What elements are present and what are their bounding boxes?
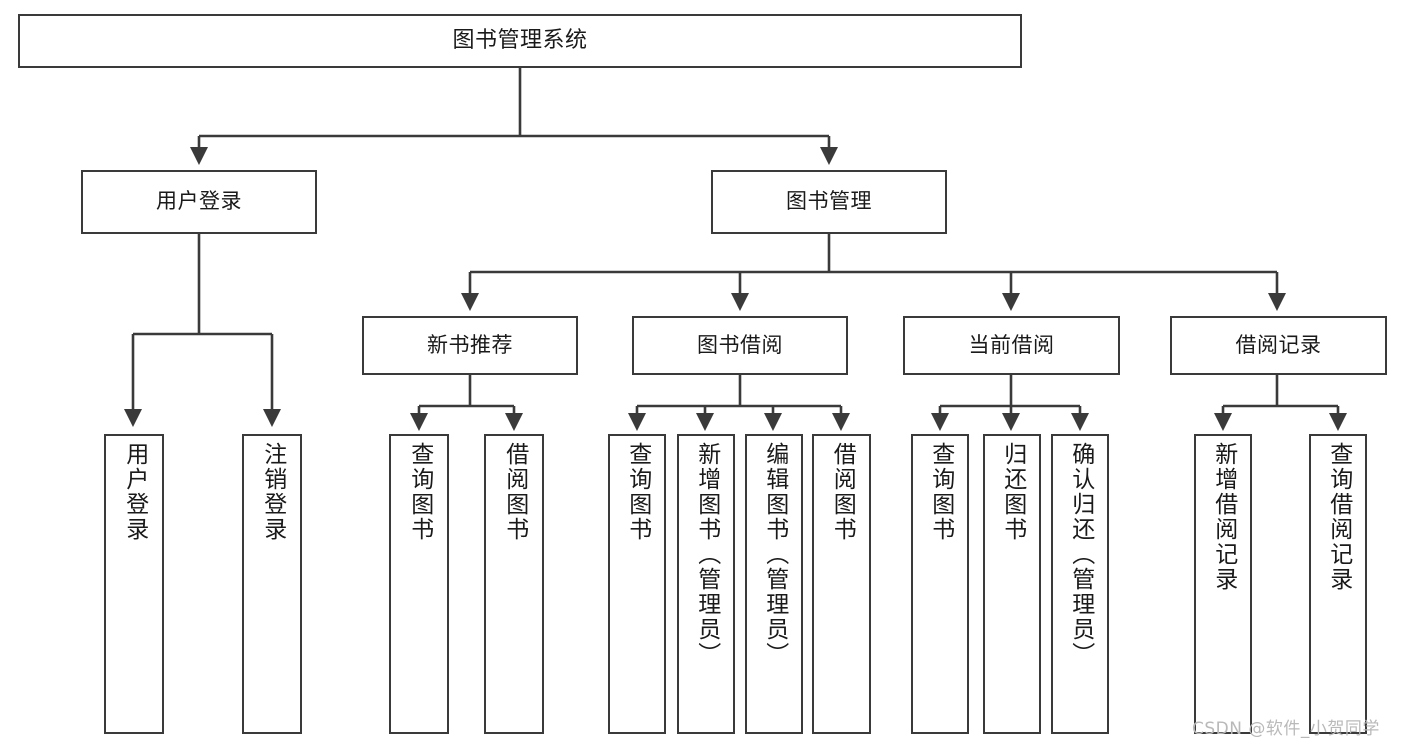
node-label: 新增图书（管理员） [693, 442, 720, 667]
node-label: 查询图书 [406, 442, 433, 542]
node-book-borrow[interactable]: 图书借阅 [632, 316, 848, 375]
node-book-management[interactable]: 图书管理 [711, 170, 947, 234]
leaf-confirm-return-admin[interactable]: 确认归还（管理员） [1051, 434, 1109, 734]
node-label: 归还图书 [999, 442, 1026, 542]
leaf-query-borrow-record[interactable]: 查询借阅记录 [1309, 434, 1367, 734]
node-label: 确认归还（管理员） [1067, 442, 1094, 667]
node-label: 查询图书 [927, 442, 954, 542]
leaf-edit-book-admin[interactable]: 编辑图书（管理员） [745, 434, 803, 734]
node-label: 图书管理系统 [452, 27, 588, 53]
node-label: 新书推荐 [427, 332, 513, 357]
leaf-add-book-admin[interactable]: 新增图书（管理员） [677, 434, 735, 734]
leaf-logout[interactable]: 注销登录 [242, 434, 302, 734]
leaf-user-login[interactable]: 用户登录 [104, 434, 164, 734]
node-label: 查询借阅记录 [1325, 442, 1352, 592]
node-label: 查询图书 [624, 442, 651, 542]
leaf-query-book-borrow[interactable]: 查询图书 [608, 434, 666, 734]
leaf-add-borrow-record[interactable]: 新增借阅记录 [1194, 434, 1252, 734]
leaf-borrow-book-recommend[interactable]: 借阅图书 [484, 434, 544, 734]
leaf-return-book[interactable]: 归还图书 [983, 434, 1041, 734]
node-label: 图书借阅 [697, 332, 783, 357]
csdn-watermark: CSDN @软件_小贺同学 [1192, 719, 1380, 739]
node-label: 当前借阅 [968, 332, 1055, 357]
leaf-query-book-current[interactable]: 查询图书 [911, 434, 969, 734]
node-label: 借阅图书 [501, 442, 528, 542]
node-label: 用户登录 [156, 189, 242, 214]
node-label: 编辑图书（管理员） [761, 442, 788, 667]
node-borrow-records[interactable]: 借阅记录 [1170, 316, 1387, 375]
node-label: 注销登录 [259, 442, 286, 542]
node-label: 图书管理 [786, 189, 872, 214]
node-new-book-recommend[interactable]: 新书推荐 [362, 316, 578, 375]
leaf-borrow-book[interactable]: 借阅图书 [812, 434, 871, 734]
node-label: 借阅图书 [829, 442, 856, 542]
node-current-borrow[interactable]: 当前借阅 [903, 316, 1120, 375]
node-label: 用户登录 [121, 442, 148, 542]
leaf-query-book-recommend[interactable]: 查询图书 [389, 434, 449, 734]
node-label: 借阅记录 [1235, 332, 1322, 357]
node-label: 新增借阅记录 [1210, 442, 1237, 592]
node-user-login[interactable]: 用户登录 [81, 170, 317, 234]
node-root-system[interactable]: 图书管理系统 [18, 14, 1022, 68]
